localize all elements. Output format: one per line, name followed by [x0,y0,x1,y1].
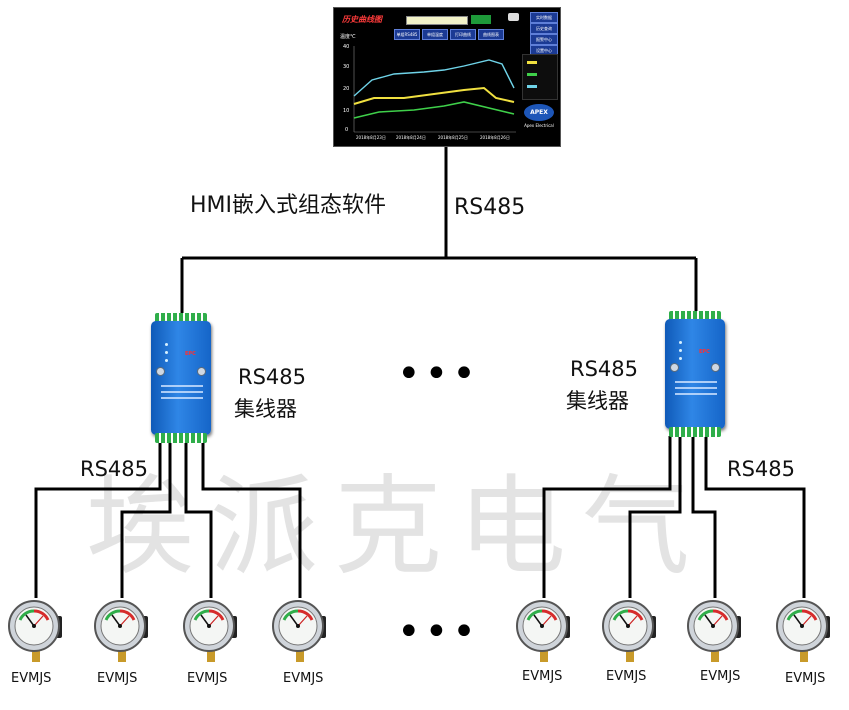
right-branch-4 [704,436,806,598]
rs485-hub-left: EPC [151,313,213,443]
hmi-tab-3[interactable]: 打印曲线 [450,29,476,40]
hmi-nav-alarm[interactable]: 报警中心 [530,34,558,45]
hub-led [165,351,168,354]
hmi-x-tick: 2018年8月24日 [396,135,426,140]
hmi-y-tick: 20 [343,86,350,92]
hmi-trend-chart [353,46,516,133]
hub-bottom-terminal [155,433,207,443]
hmi-nav-realtime[interactable]: 实时数据 [530,12,558,23]
bus-top-label: RS485 [454,195,526,220]
hub-print [161,391,203,393]
hub-print [675,381,717,383]
hub-brand: EPC [185,351,196,357]
hmi-x-tick: 2018年8月23日 [356,135,386,140]
gauge-label: EVMJS [522,669,563,684]
hmi-toggle[interactable] [508,13,519,21]
hub-body [151,321,211,435]
hub-print [675,387,717,389]
pressure-gauge [514,596,574,662]
left-branch-3 [184,440,213,598]
ellipsis-bottom: ••• [397,609,480,655]
apex-logo: APEX [524,104,554,121]
hmi-x-tick: 2018年8月26日 [480,135,510,140]
hub-right-protocol: RS485 [570,357,639,381]
hmi-legend [522,54,558,100]
right-branch-1 [542,436,672,598]
hub-print [161,385,203,387]
gauge-label: EVMJS [606,669,647,684]
bus-right-label: RS485 [727,457,796,481]
hmi-tab-2[interactable]: 单组温度 [422,29,448,40]
software-label: HMI嵌入式组态软件 [190,193,387,218]
hmi-title: 历史曲线图 [342,15,382,24]
hmi-tab-1[interactable]: 单组RS485 [394,29,420,40]
hub-led [679,341,682,344]
hmi-query-button[interactable] [471,15,491,24]
hub-screw [197,367,206,376]
pressure-gauge [600,596,660,662]
hmi-screen: 历史曲线图 实时数据 历史查询 报警中心 设置中心 单组RS485 单组温度 打… [333,7,561,147]
pressure-gauge [685,596,745,662]
hmi-nav-history[interactable]: 历史查询 [530,23,558,34]
ellipsis-top: ••• [397,351,480,397]
hub-right-name: 集线器 [566,389,629,413]
hmi-date-field[interactable] [406,16,468,25]
pressure-gauge [774,596,834,662]
left-branch-4 [201,440,302,598]
gauge-label: EVMJS [97,671,138,686]
hub-body [665,319,725,429]
hmi-x-tick: 2018年8月25日 [438,135,468,140]
right-branch-2 [628,436,682,598]
gauge-label: EVMJS [700,669,741,684]
hmi-series-yellow [353,86,515,105]
hub-left-name: 集线器 [234,397,297,421]
hub-top-terminal [669,311,721,321]
bus-left-label: RS485 [80,457,149,481]
hub-screw [711,363,720,372]
rs485-hub-right: EPC [665,311,727,439]
pressure-gauge [181,596,241,662]
gauge-label: EVMJS [283,671,324,686]
hub-print [675,393,717,395]
hub-led [165,359,168,362]
hub-led [679,357,682,360]
hmi-series-green [353,101,515,119]
hub-led [679,349,682,352]
hmi-series-cyan [353,59,515,97]
hmi-tab-4[interactable]: 曲线图表 [478,29,504,40]
pressure-gauge [270,596,330,662]
apex-logo-subtitle: Apex Electrical [524,123,554,128]
hmi-unit-label: 温度℃ [340,34,356,40]
hub-left-protocol: RS485 [238,365,307,389]
hmi-y-tick: 30 [343,64,350,70]
hmi-y-tick: 40 [343,44,350,50]
hub-bottom-terminal [669,427,721,437]
hub-top-terminal [155,313,207,323]
gauge-label: EVMJS [785,671,826,686]
hub-brand: EPC [699,349,710,355]
left-branch-2 [120,440,172,598]
pressure-gauge [92,596,152,662]
left-branch-1 [34,440,162,598]
hub-screw [156,367,165,376]
hub-screw [670,363,679,372]
hub-print [161,397,203,399]
hmi-y-tick: 10 [343,108,350,114]
gauge-label: EVMJS [187,671,228,686]
pressure-gauge [6,596,66,662]
hmi-y-tick: 0 [345,127,349,133]
gauge-label: EVMJS [11,671,52,686]
hub-led [165,343,168,346]
right-branch-3 [691,436,717,598]
